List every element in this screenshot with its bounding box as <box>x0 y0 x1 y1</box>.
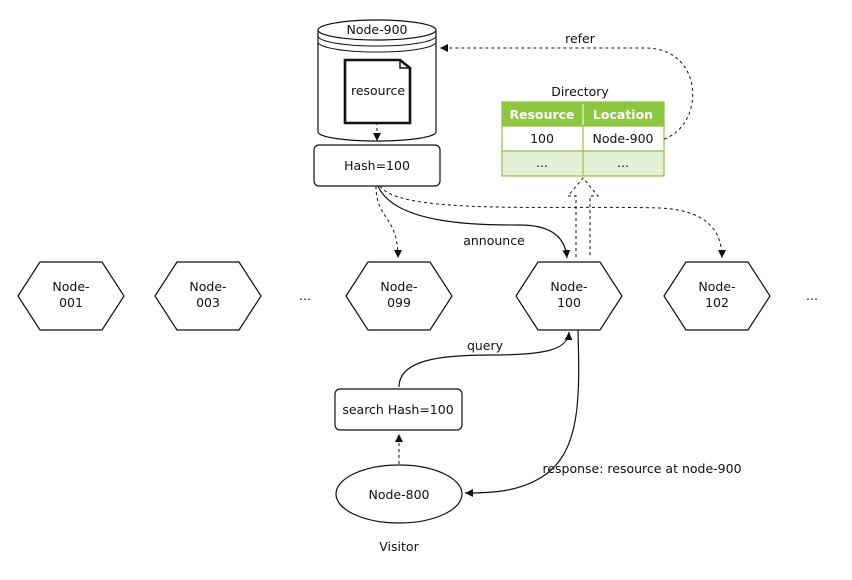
query-arrow <box>398 331 573 388</box>
refer-label: refer <box>565 31 596 46</box>
response-label: response: resource at node-900 <box>542 461 741 476</box>
directory-header-location: Location <box>593 107 653 122</box>
directory-cell-location: ... <box>617 155 629 170</box>
hash-label: Hash=100 <box>344 158 410 173</box>
node-label: Node- <box>52 279 89 294</box>
node-hexagon-001: Node- 001 <box>17 261 125 331</box>
directory-header-resource: Resource <box>509 107 574 122</box>
search-label: search Hash=100 <box>342 402 453 417</box>
nodes-ellipsis: ... <box>806 288 818 303</box>
refer-arrow <box>440 44 694 140</box>
response-arrow <box>464 329 580 497</box>
node-label: Node- <box>698 279 735 294</box>
hash-to-node-099-arrow <box>375 185 402 259</box>
node-label: Node- <box>550 279 587 294</box>
storage-node-900: Node-900 resource <box>317 19 437 142</box>
node-id: 001 <box>59 295 83 310</box>
nodes-ellipsis: ... <box>299 288 311 303</box>
node-hexagon-100: Node- 100 <box>515 261 623 331</box>
node-id: 003 <box>196 295 220 310</box>
hash-box: Hash=100 <box>313 144 441 187</box>
directory-title: Directory <box>551 84 609 99</box>
node-id: 099 <box>387 295 411 310</box>
node-hexagon-003: Node- 003 <box>154 261 262 331</box>
node-id: 100 <box>557 295 581 310</box>
publish-hollow-arrow <box>566 177 600 257</box>
node-hexagon-099: Node- 099 <box>345 261 453 331</box>
node-hexagon-102: Node- 102 <box>663 261 771 331</box>
node-label: Node- <box>380 279 417 294</box>
directory-cell-location: Node-900 <box>593 131 654 146</box>
resource-label: resource <box>351 83 405 98</box>
node-label: Node- <box>189 279 226 294</box>
visitor-caption: Visitor <box>379 539 419 554</box>
announce-arrow <box>377 185 571 259</box>
query-label: query <box>467 338 504 353</box>
announce-label: announce <box>463 233 525 248</box>
visitor-node-label: Node-800 <box>369 487 430 502</box>
hash-to-node-102-arrow <box>379 185 726 259</box>
resource-document-icon: resource <box>343 58 412 125</box>
storage-label: Node-900 <box>347 22 408 37</box>
directory-cell-resource: ... <box>536 155 548 170</box>
directory-cell-resource: 100 <box>530 131 554 146</box>
search-hash-box: search Hash=100 <box>334 388 463 431</box>
directory-table: Directory Resource Location 100 Node-900… <box>501 84 665 177</box>
visitor-node-800: Node-800 <box>335 464 463 524</box>
node-id: 102 <box>705 295 729 310</box>
